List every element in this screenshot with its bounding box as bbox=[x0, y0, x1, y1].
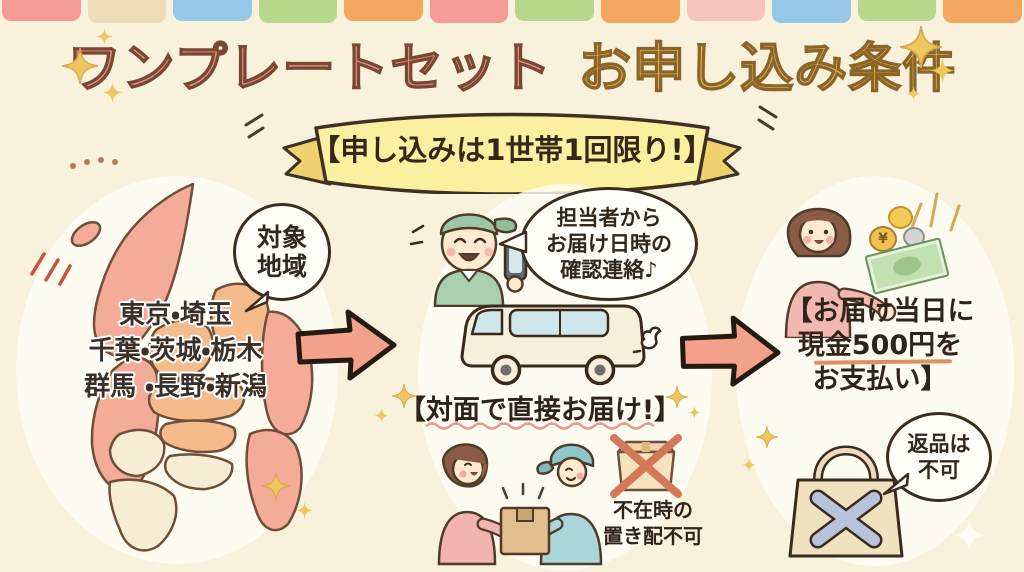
wavy-underline bbox=[425, 422, 655, 430]
contact-line3: 確認連絡♪ bbox=[560, 258, 658, 282]
border-tile bbox=[429, 0, 509, 23]
border-tile bbox=[515, 0, 595, 21]
no-dropoff-line2: 置き配不可 bbox=[603, 524, 703, 548]
accent-dashes-red bbox=[30, 252, 72, 286]
contact-line1: 担当者から bbox=[556, 206, 662, 230]
page-title: ワンプレートセット お申し込み条件 bbox=[0, 26, 1024, 102]
accent-dashes bbox=[244, 113, 265, 139]
sparkle-icon bbox=[62, 48, 98, 84]
yen-symbol: ¥ bbox=[878, 231, 888, 247]
sparkle-icon bbox=[900, 26, 942, 68]
sparkle-icon bbox=[96, 28, 113, 45]
border-tile bbox=[173, 0, 252, 21]
direct-delivery-caption: 【対面で直接お届け!】 bbox=[398, 395, 682, 426]
region-line2: 千葉・茨城・栃木 bbox=[88, 336, 263, 366]
coin-icon bbox=[888, 206, 913, 229]
region-line1: 東京・埼玉 bbox=[119, 300, 232, 330]
border-tile bbox=[857, 0, 937, 21]
target-area-line1: 対象 bbox=[256, 223, 307, 252]
no-return-bubble: 返品は 不可 bbox=[886, 412, 992, 502]
no-return-line1: 返品は bbox=[907, 432, 971, 456]
dot-decoration bbox=[70, 163, 76, 169]
sparkle-icon bbox=[392, 384, 416, 408]
sparkle-icon bbox=[102, 82, 123, 103]
no-return-line2: 不可 bbox=[918, 458, 960, 482]
money-spark-lines bbox=[909, 192, 961, 232]
dot-decoration bbox=[84, 159, 90, 165]
dot-decoration bbox=[98, 157, 104, 163]
banner-condition-text: 【申し込みは1世帯1回限り!】 bbox=[311, 133, 713, 167]
no-dropoff-note: 不在時の 置き配不可 bbox=[583, 497, 723, 549]
sparkle-icon bbox=[952, 518, 986, 552]
delivery-man-illustration bbox=[409, 213, 528, 307]
payment-line1: 【お届け当日に bbox=[785, 296, 975, 327]
top-border bbox=[2, 0, 1022, 23]
border-tile bbox=[943, 0, 1022, 23]
sparkle-icon bbox=[688, 406, 701, 419]
payment-line3: お支払い】 bbox=[812, 364, 948, 395]
sparkle-icon bbox=[296, 502, 313, 519]
right-arrow-icon bbox=[679, 315, 781, 387]
sparkle-icon bbox=[666, 386, 688, 408]
banknote-oval bbox=[891, 253, 923, 279]
sparkle-icon bbox=[374, 408, 389, 423]
payment-line2: 現金500円を bbox=[797, 330, 963, 361]
sparkle-icon bbox=[756, 426, 778, 448]
bag-with-x-icon bbox=[788, 445, 904, 558]
sparkle-icon bbox=[906, 86, 921, 101]
region-labels: 東京・埼玉 千葉・茨城・栃木 群馬 ・長野・新潟 bbox=[38, 297, 313, 405]
package-handoff-illustration bbox=[437, 443, 603, 566]
border-tile bbox=[686, 0, 766, 21]
bubble-tail bbox=[882, 472, 910, 496]
ribbon-banner bbox=[282, 112, 742, 194]
sparkle-icon bbox=[262, 472, 290, 500]
right-arrow-icon bbox=[295, 309, 397, 381]
border-tile bbox=[258, 0, 338, 23]
sparkle-icon bbox=[742, 458, 756, 472]
no-dropoff-line1: 不在時の bbox=[613, 498, 693, 522]
contact-bubble: 担当者から お届け日時の 確認連絡♪ bbox=[520, 187, 698, 301]
target-area-line2: 地域 bbox=[256, 252, 307, 281]
border-tile bbox=[344, 0, 423, 21]
bubble-tail bbox=[244, 290, 270, 313]
sparkle-icon bbox=[930, 58, 955, 83]
payment-caption: 【お届け当日に 現金500円を お支払い】 bbox=[763, 295, 997, 397]
no-dropoff-crossed-box-icon bbox=[610, 434, 682, 498]
delivery-van-icon bbox=[460, 304, 662, 386]
border-tile bbox=[772, 0, 851, 23]
contact-line2: お届け日時の bbox=[546, 232, 672, 256]
target-area-bubble: 対象 地域 bbox=[233, 203, 331, 301]
bubble-tail bbox=[498, 230, 528, 254]
border-tile bbox=[601, 0, 680, 23]
title-suffix: お申し込み条件 bbox=[577, 37, 957, 100]
customer-paying-illustration bbox=[784, 207, 897, 338]
accent-dashes bbox=[757, 105, 778, 131]
region-line3: 群馬 ・長野・新潟 bbox=[84, 372, 267, 402]
border-tile bbox=[87, 0, 167, 23]
title-product: ワンプレートセット bbox=[67, 37, 553, 100]
dot-decoration bbox=[112, 159, 118, 165]
border-tile bbox=[2, 0, 81, 21]
